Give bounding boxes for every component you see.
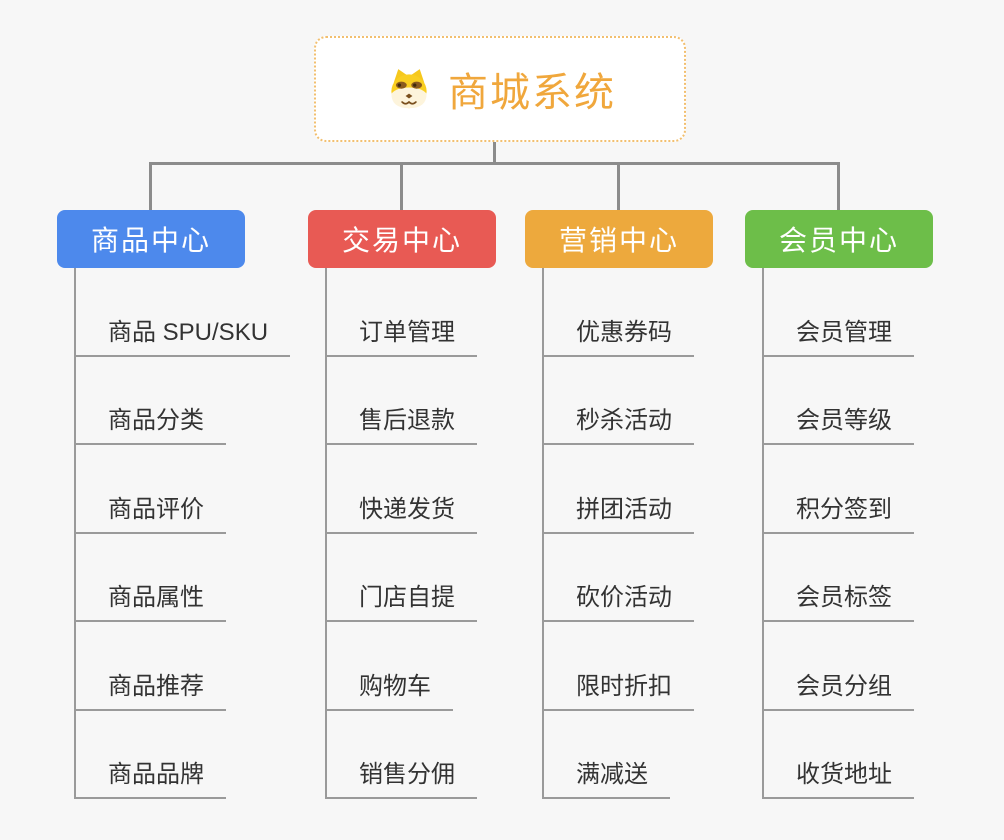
child-node[interactable]: 会员标签 — [764, 577, 914, 622]
children-group: 优惠券码 秒杀活动 拼团活动 砍价活动 限时折扣 满减送 — [542, 268, 713, 799]
child-row: 快递发货 — [327, 445, 496, 534]
child-row: 售后退款 — [327, 357, 496, 445]
branch-column-products: 商品中心 商品 SPU/SKU 商品分类 商品评价 商品属性 商品推荐 商品品牌 — [57, 210, 291, 799]
root-stem-line — [493, 140, 496, 164]
branch-node-label: 交易中心 — [341, 225, 462, 256]
branch-node-label: 商品中心 — [90, 225, 211, 256]
root-node-label: 商城系统 — [448, 71, 616, 115]
branch-column-members: 会员中心 会员管理 会员等级 积分签到 会员标签 会员分组 收货地址 — [745, 210, 933, 799]
children-group: 会员管理 会员等级 积分签到 会员标签 会员分组 收货地址 — [762, 268, 933, 799]
child-row: 销售分佣 — [327, 711, 496, 799]
branch-node-members[interactable]: 会员中心 — [745, 210, 933, 268]
child-row: 购物车 — [327, 622, 496, 711]
child-row: 会员分组 — [764, 622, 933, 711]
child-row: 收货地址 — [764, 711, 933, 799]
child-row: 商品 SPU/SKU — [76, 268, 291, 357]
child-node[interactable]: 商品推荐 — [76, 666, 226, 711]
child-row: 门店自提 — [327, 534, 496, 622]
dog-face-icon — [391, 69, 427, 109]
child-row: 满减送 — [544, 711, 713, 799]
child-row: 商品属性 — [76, 534, 245, 622]
drop-line-4 — [837, 162, 840, 211]
child-node[interactable]: 会员管理 — [764, 312, 914, 357]
children-group: 商品 SPU/SKU 商品分类 商品评价 商品属性 商品推荐 商品品牌 — [74, 268, 291, 799]
child-node[interactable]: 商品分类 — [76, 400, 226, 445]
child-node[interactable]: 积分签到 — [764, 489, 914, 534]
child-row: 订单管理 — [327, 268, 496, 357]
child-node[interactable]: 优惠券码 — [544, 312, 694, 357]
child-row: 积分签到 — [764, 445, 933, 534]
branch-node-trade[interactable]: 交易中心 — [308, 210, 496, 268]
child-node[interactable]: 订单管理 — [327, 312, 477, 357]
child-node[interactable]: 满减送 — [544, 754, 670, 799]
child-row: 会员等级 — [764, 357, 933, 445]
child-node[interactable]: 商品属性 — [76, 577, 226, 622]
child-node[interactable]: 会员等级 — [764, 400, 914, 445]
child-row: 商品品牌 — [76, 711, 245, 799]
child-node[interactable]: 秒杀活动 — [544, 400, 694, 445]
child-node[interactable]: 售后退款 — [327, 400, 477, 445]
child-row: 会员管理 — [764, 268, 933, 357]
child-node[interactable]: 商品评价 — [76, 489, 226, 534]
branch-bus-line — [149, 162, 840, 165]
child-row: 会员标签 — [764, 534, 933, 622]
child-row: 优惠券码 — [544, 268, 713, 357]
child-node[interactable]: 商品 SPU/SKU — [76, 312, 291, 357]
children-group: 订单管理 售后退款 快递发货 门店自提 购物车 销售分佣 — [325, 268, 496, 799]
child-row: 砍价活动 — [544, 534, 713, 622]
child-node[interactable]: 快递发货 — [327, 489, 477, 534]
child-row: 商品分类 — [76, 357, 245, 445]
root-node[interactable]: 商城系统 — [314, 36, 686, 142]
child-node[interactable]: 门店自提 — [327, 577, 477, 622]
branch-node-label: 营销中心 — [558, 225, 679, 256]
child-node[interactable]: 销售分佣 — [327, 754, 477, 799]
branch-node-products[interactable]: 商品中心 — [57, 210, 245, 268]
branch-column-trade: 交易中心 订单管理 售后退款 快递发货 门店自提 购物车 销售分佣 — [308, 210, 496, 799]
child-node[interactable]: 商品品牌 — [76, 754, 226, 799]
child-node[interactable]: 限时折扣 — [544, 666, 694, 711]
child-row: 商品评价 — [76, 445, 245, 534]
child-node[interactable]: 拼团活动 — [544, 489, 694, 534]
child-row: 商品推荐 — [76, 622, 245, 711]
child-row: 限时折扣 — [544, 622, 713, 711]
child-node[interactable]: 购物车 — [327, 666, 453, 711]
drop-line-2 — [400, 162, 403, 211]
child-node[interactable]: 砍价活动 — [544, 577, 694, 622]
branch-node-marketing[interactable]: 营销中心 — [525, 210, 713, 268]
child-row: 拼团活动 — [544, 445, 713, 534]
branch-node-label: 会员中心 — [778, 225, 899, 256]
branch-column-marketing: 营销中心 优惠券码 秒杀活动 拼团活动 砍价活动 限时折扣 满减送 — [525, 210, 713, 799]
drop-line-3 — [617, 162, 620, 211]
child-row: 秒杀活动 — [544, 357, 713, 445]
child-node[interactable]: 会员分组 — [764, 666, 914, 711]
drop-line-1 — [149, 162, 152, 211]
child-node[interactable]: 收货地址 — [764, 754, 914, 799]
